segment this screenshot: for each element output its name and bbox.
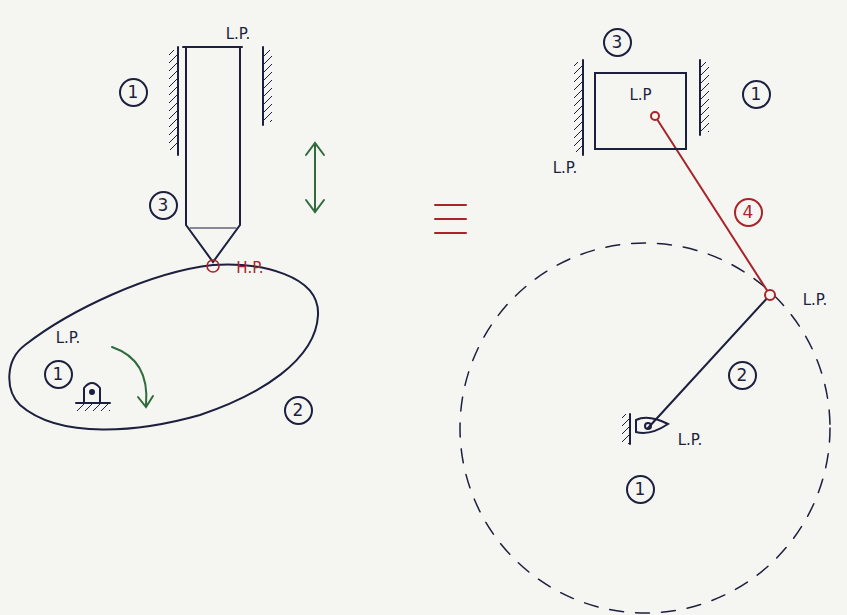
callout-text: 3 — [158, 197, 169, 214]
callout-text: 1 — [128, 84, 139, 101]
callout-text: 1 — [751, 86, 762, 103]
callout-text: 4 — [743, 204, 754, 221]
callout-text: 2 — [737, 367, 748, 384]
callout-number: 1 — [44, 360, 73, 389]
pair-label: L.P. — [56, 331, 81, 346]
callout-number: 3 — [149, 191, 178, 220]
callout-number: 1 — [119, 78, 148, 107]
pair-label: H.P. — [236, 261, 263, 276]
pair-label: L.P — [629, 88, 651, 103]
callout-number: 1 — [742, 80, 771, 109]
pair-label: L.P. — [553, 161, 578, 176]
callout-number: 4 — [734, 198, 763, 227]
pair-label: L.P. — [803, 293, 828, 308]
callout-number: 2 — [284, 396, 313, 425]
pair-label: L.P. — [226, 27, 251, 42]
callout-text: 1 — [635, 481, 646, 498]
callout-number: 3 — [603, 28, 632, 57]
callout-number: 1 — [626, 475, 655, 504]
callout-text: 3 — [612, 34, 623, 51]
pair-label: L.P. — [678, 433, 703, 448]
callout-text: 1 — [53, 366, 64, 383]
callout-text: 2 — [293, 402, 304, 419]
callout-number: 2 — [728, 361, 757, 390]
slider-block: L.P — [594, 72, 687, 150]
